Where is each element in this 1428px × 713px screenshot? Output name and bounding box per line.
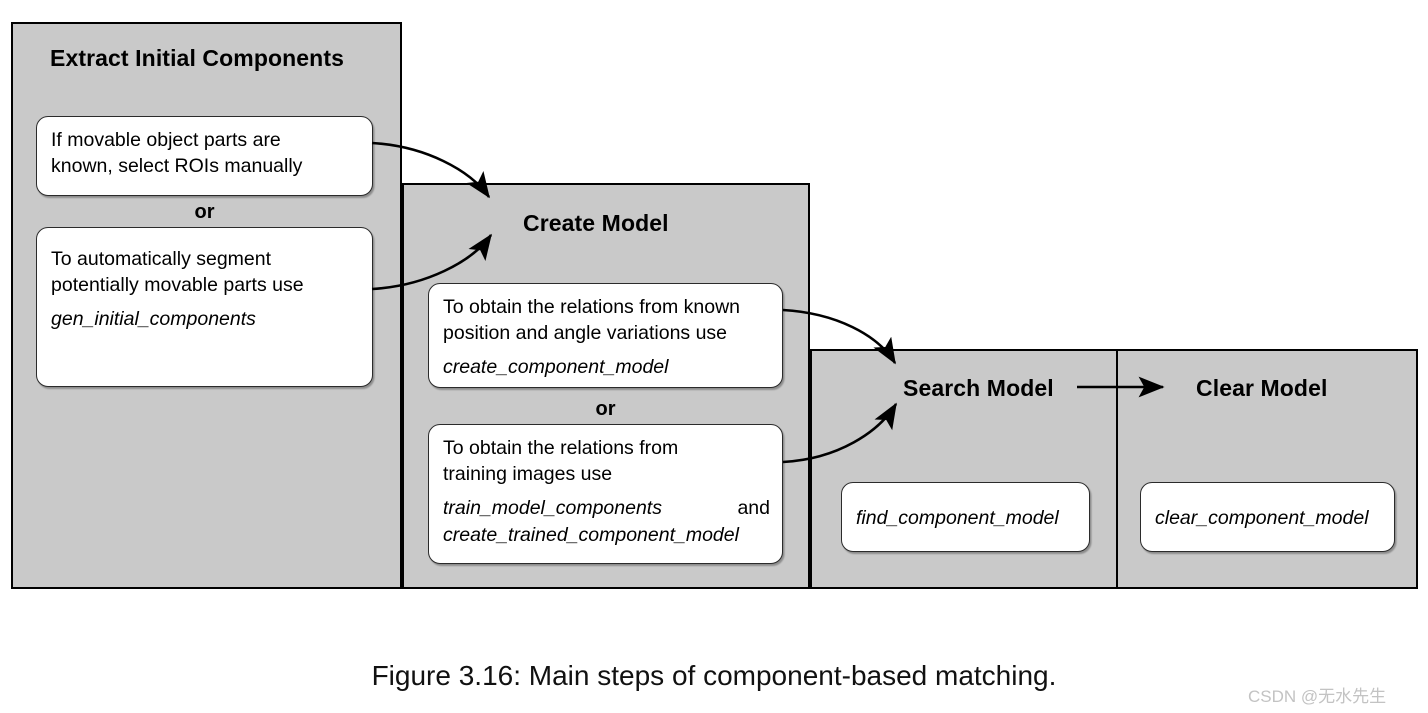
stage-title-extract-initial-components: Extract Initial Components — [50, 45, 344, 71]
operator-find-component-model: find_component_model — [856, 506, 1059, 529]
callout-spacer — [51, 298, 360, 306]
or-connector-create-model: or — [595, 398, 616, 420]
callout-train-component-model: To obtain the relations from training im… — [428, 424, 783, 564]
callout-spacer — [443, 346, 770, 354]
callout-create-component-model: To obtain the relations from known posit… — [428, 283, 783, 388]
operator-gen-initial-components: gen_initial_components — [51, 308, 256, 330]
operator-conjunction: and — [737, 497, 770, 519]
callout-line: To obtain the relations from known — [443, 296, 740, 318]
figure-caption: Figure 3.16: Main steps of component-bas… — [371, 660, 1057, 691]
callout-manual-rois: If movable object parts are known, selec… — [36, 116, 373, 196]
stage-title-create-model: Create Model — [523, 210, 669, 236]
callout-spacer — [443, 487, 770, 495]
stage-title-search-model: Search Model — [903, 375, 1054, 401]
callout-line: If movable object parts are — [51, 129, 281, 151]
callout-line: To automatically segment — [51, 248, 272, 270]
stage-title-clear-model: Clear Model — [1196, 375, 1328, 401]
operator-train-model-components: train_model_components — [443, 497, 662, 519]
operator-clear-component-model: clear_component_model — [1155, 506, 1369, 529]
operator-wrapper: find_component_model — [856, 493, 1077, 543]
callout-line: To obtain the relations from — [443, 437, 679, 459]
watermark: CSDN @无水先生 — [1248, 687, 1387, 706]
operator-create-component-model: create_component_model — [443, 356, 669, 378]
operator-wrapper: clear_component_model — [1155, 493, 1382, 543]
callout-spacer — [51, 238, 360, 246]
operator-create-trained-component-model: create_trained_component_model — [443, 524, 739, 546]
callout-line: training images use — [443, 463, 613, 485]
callout-gen-initial-components: To automatically segment potentially mov… — [36, 227, 373, 387]
callout-line: position and angle variations use — [443, 322, 728, 344]
callout-line: potentially movable parts use — [51, 274, 304, 296]
callout-line: known, select ROIs manually — [51, 155, 303, 177]
operator-row: train_model_components and — [443, 495, 770, 522]
callout-find-component-model: find_component_model — [841, 482, 1090, 552]
or-connector-extract: or — [194, 201, 215, 223]
callout-clear-component-model: clear_component_model — [1140, 482, 1395, 552]
